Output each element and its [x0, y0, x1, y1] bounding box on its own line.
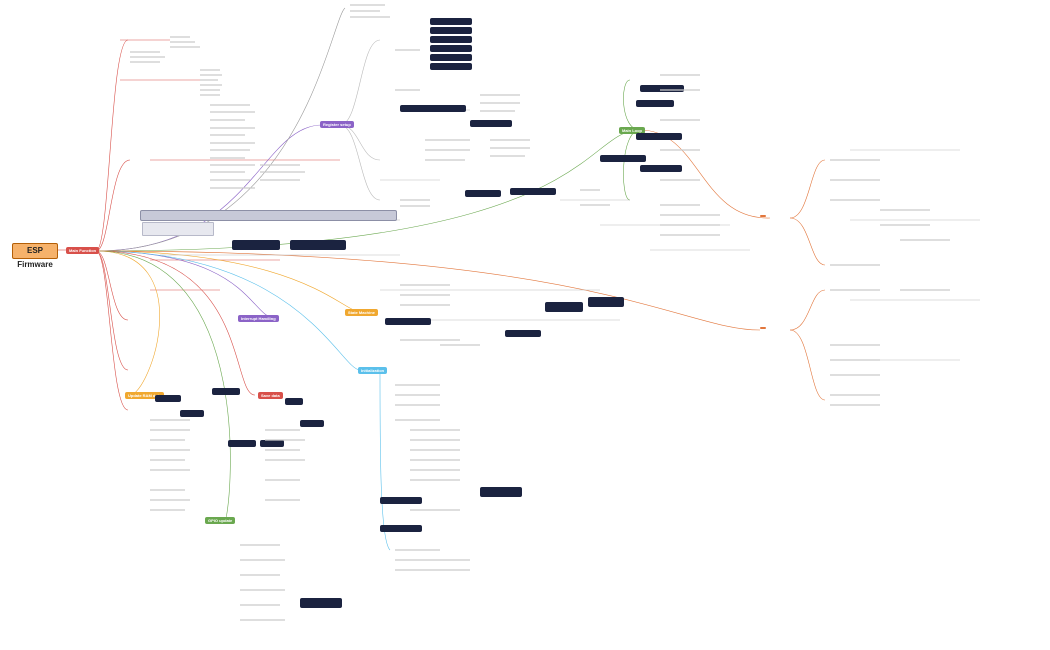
- note-node[interactable]: [155, 395, 181, 402]
- note-node[interactable]: [636, 133, 682, 140]
- note-node[interactable]: [430, 54, 472, 61]
- save-data-node[interactable]: Save data: [258, 392, 283, 399]
- note-node[interactable]: [400, 105, 466, 112]
- note-node[interactable]: [505, 330, 541, 337]
- note-node[interactable]: [480, 487, 522, 497]
- note-node[interactable]: [545, 302, 583, 312]
- main-loop-node[interactable]: Main Loop: [619, 127, 645, 134]
- note-node[interactable]: [640, 85, 684, 92]
- note-node[interactable]: [180, 410, 204, 417]
- note-node[interactable]: [588, 297, 624, 307]
- main-function-node[interactable]: Main Function: [66, 247, 100, 254]
- selected-node-detail: [142, 222, 214, 236]
- note-node[interactable]: [300, 420, 324, 427]
- note-node[interactable]: [430, 27, 472, 34]
- note-node[interactable]: [212, 388, 240, 395]
- note-node[interactable]: [600, 155, 646, 162]
- note-node[interactable]: [430, 18, 472, 25]
- note-node[interactable]: [380, 497, 422, 504]
- interrupt-handling-node[interactable]: Interrupt Handling: [238, 315, 279, 322]
- note-node[interactable]: [232, 240, 280, 250]
- update-ram-data-node[interactable]: Update RAM data: [125, 392, 165, 399]
- right-coral-node-upper[interactable]: [760, 215, 766, 217]
- note-node[interactable]: [430, 45, 472, 52]
- note-node[interactable]: [465, 190, 501, 197]
- state-machine-node[interactable]: State Machine: [345, 309, 378, 316]
- right-coral-node-lower[interactable]: [760, 327, 766, 329]
- root-node[interactable]: ESP Firmware: [12, 243, 58, 269]
- selected-node-row[interactable]: [140, 210, 397, 221]
- note-node[interactable]: [300, 598, 342, 608]
- note-node[interactable]: [260, 440, 284, 447]
- note-node[interactable]: [385, 318, 431, 325]
- note-node[interactable]: [510, 188, 556, 195]
- initialization-node[interactable]: Initialization: [358, 367, 388, 374]
- register-setup-node[interactable]: Register setup: [320, 121, 354, 128]
- note-node[interactable]: [380, 525, 422, 532]
- note-node[interactable]: [470, 120, 512, 127]
- note-node[interactable]: [430, 36, 472, 43]
- note-node[interactable]: [430, 63, 472, 70]
- note-node[interactable]: [228, 440, 256, 447]
- note-node[interactable]: [636, 100, 674, 107]
- note-node[interactable]: [290, 240, 346, 250]
- note-node[interactable]: [285, 398, 303, 405]
- note-node[interactable]: [640, 165, 682, 172]
- gpio-update-node[interactable]: GPIO update: [205, 517, 236, 524]
